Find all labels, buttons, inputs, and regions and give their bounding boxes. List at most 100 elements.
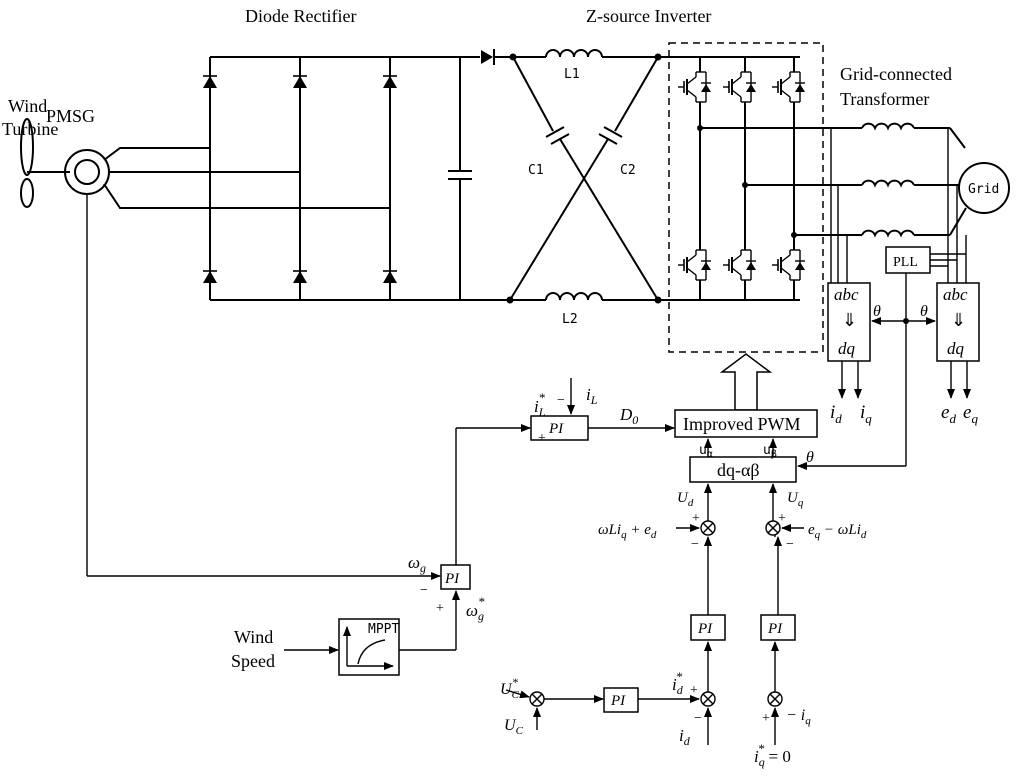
mppt-label: MPPT xyxy=(368,622,399,637)
omega-g-star-label: ωg* xyxy=(466,594,485,623)
pll-label: PLL xyxy=(893,255,918,270)
series-diode-icon xyxy=(481,49,513,65)
feedforward-d-label: ωLiq + ed xyxy=(598,522,657,541)
pi-label: PI xyxy=(444,571,460,587)
grid-icon xyxy=(958,162,1010,214)
transformer-title-line2: Transformer xyxy=(840,89,929,109)
ud-label: Ud xyxy=(677,490,694,509)
sum-junction-id xyxy=(700,691,716,707)
improved-pwm-label: Improved PWM xyxy=(683,414,800,434)
feedforward-q-label: eq − ωLid xyxy=(808,522,867,541)
rectifier-diode-icon xyxy=(292,75,308,89)
igbt-switch-icon xyxy=(771,249,806,281)
minus-sign: − xyxy=(557,393,565,408)
u-beta-label: uβ xyxy=(763,443,777,460)
theta-label: θ xyxy=(920,303,928,320)
plus-sign: + xyxy=(762,711,770,726)
capacitor-C2-icon xyxy=(509,56,659,301)
pi-uc-block xyxy=(603,687,639,713)
pi-label: PI xyxy=(548,421,564,437)
pi-label: PI xyxy=(767,621,783,637)
improved-pwm-block xyxy=(674,409,818,438)
wind-speed-label-line1: Wind xyxy=(234,627,273,647)
abc-dq-voltage-block xyxy=(936,282,980,362)
inductor-L2-icon xyxy=(510,292,658,301)
sum-junction-iq xyxy=(767,691,783,707)
pll-block xyxy=(885,246,931,274)
wind-turbine-label-line1: Wind xyxy=(8,96,47,116)
output-ed: ed xyxy=(941,402,956,426)
pwm-gating-arrow xyxy=(719,353,773,411)
abc-label: abc xyxy=(834,285,859,304)
dq-label: dq xyxy=(947,339,965,358)
id-label: id xyxy=(679,726,691,748)
theta-label: θ xyxy=(806,449,814,466)
pi-duty-block xyxy=(530,415,589,441)
pi-label: PI xyxy=(697,621,713,637)
uq-label: Uq xyxy=(787,490,804,509)
transformer-title-line1: Grid-connected xyxy=(840,64,952,84)
plus-sign: + xyxy=(538,431,546,446)
grid-label: Grid xyxy=(968,182,999,197)
igbt-switch-icon xyxy=(771,71,806,103)
wind-turbine-icon xyxy=(20,118,70,208)
omega-g-label: ωg xyxy=(408,553,426,575)
label-L1: L1 xyxy=(564,67,580,82)
dq-alphabeta-block xyxy=(689,456,797,483)
dc-link-capacitor-icon xyxy=(448,57,472,300)
pmsg-label: PMSG xyxy=(46,106,95,126)
igbt-switch-icon xyxy=(722,71,757,103)
igbt-switch-icon xyxy=(677,71,712,103)
minus-sign: − xyxy=(420,583,428,598)
minus-sign: − xyxy=(786,537,794,552)
rectifier-diode-icon xyxy=(382,270,398,284)
il-label: iL xyxy=(586,385,598,407)
iq-star-zero-label: iq* = 0 xyxy=(754,741,791,769)
pi-label: PI xyxy=(610,693,626,709)
minus-sign: − xyxy=(691,537,699,552)
plus-sign: + xyxy=(692,511,700,526)
sum-junction-uc xyxy=(529,691,545,707)
label-C2: C2 xyxy=(620,163,636,178)
u-alpha-label: uα xyxy=(699,443,713,460)
rectifier-diode-icon xyxy=(202,75,218,89)
rectifier-diode-icon xyxy=(202,270,218,284)
transform-arrow-icon: ⇓ xyxy=(842,310,857,330)
inverter-boundary xyxy=(668,42,824,353)
il-star-label: iL* xyxy=(534,390,546,419)
inductor-L1-icon xyxy=(513,49,658,58)
pmsg-icon xyxy=(64,149,110,195)
d0-label: D0 xyxy=(619,405,638,427)
abc-label: abc xyxy=(943,285,968,304)
rectifier-diode-icon xyxy=(382,75,398,89)
theta-label: θ xyxy=(873,303,881,320)
plus-sign: + xyxy=(778,511,786,526)
uc-label: UC xyxy=(504,717,524,737)
dq-alphabeta-label: dq-αβ xyxy=(717,460,760,480)
dq-label: dq xyxy=(838,339,856,358)
output-id: id xyxy=(830,402,842,426)
transform-arrow-icon: ⇓ xyxy=(951,310,966,330)
igbt-switch-icon xyxy=(722,249,757,281)
abc-dq-current-block xyxy=(827,282,871,362)
z-source-inverter-title: Z-source Inverter xyxy=(586,6,711,26)
wind-turbine-label-line2: Turbine xyxy=(2,119,58,139)
id-star-label: id* xyxy=(672,669,684,697)
plus-sign: + xyxy=(436,601,444,616)
output-eq: eq xyxy=(963,402,978,426)
igbt-switch-icon xyxy=(677,249,712,281)
output-iq: iq xyxy=(860,402,872,426)
uc-star-label: UC* xyxy=(500,675,520,701)
mppt-curve-icon xyxy=(343,626,394,670)
minus-iq-label: − iq xyxy=(786,707,811,727)
label-L2: L2 xyxy=(562,312,578,327)
rectifier-diode-icon xyxy=(292,270,308,284)
pi-iq-block xyxy=(760,614,796,641)
label-C1: C1 xyxy=(528,163,544,178)
minus-sign: − xyxy=(694,711,702,726)
diode-rectifier-title: Diode Rectifier xyxy=(245,6,356,26)
sum-junction-ud xyxy=(700,520,716,536)
capacitor-C1-icon xyxy=(512,56,659,301)
plus-sign: + xyxy=(690,683,698,698)
